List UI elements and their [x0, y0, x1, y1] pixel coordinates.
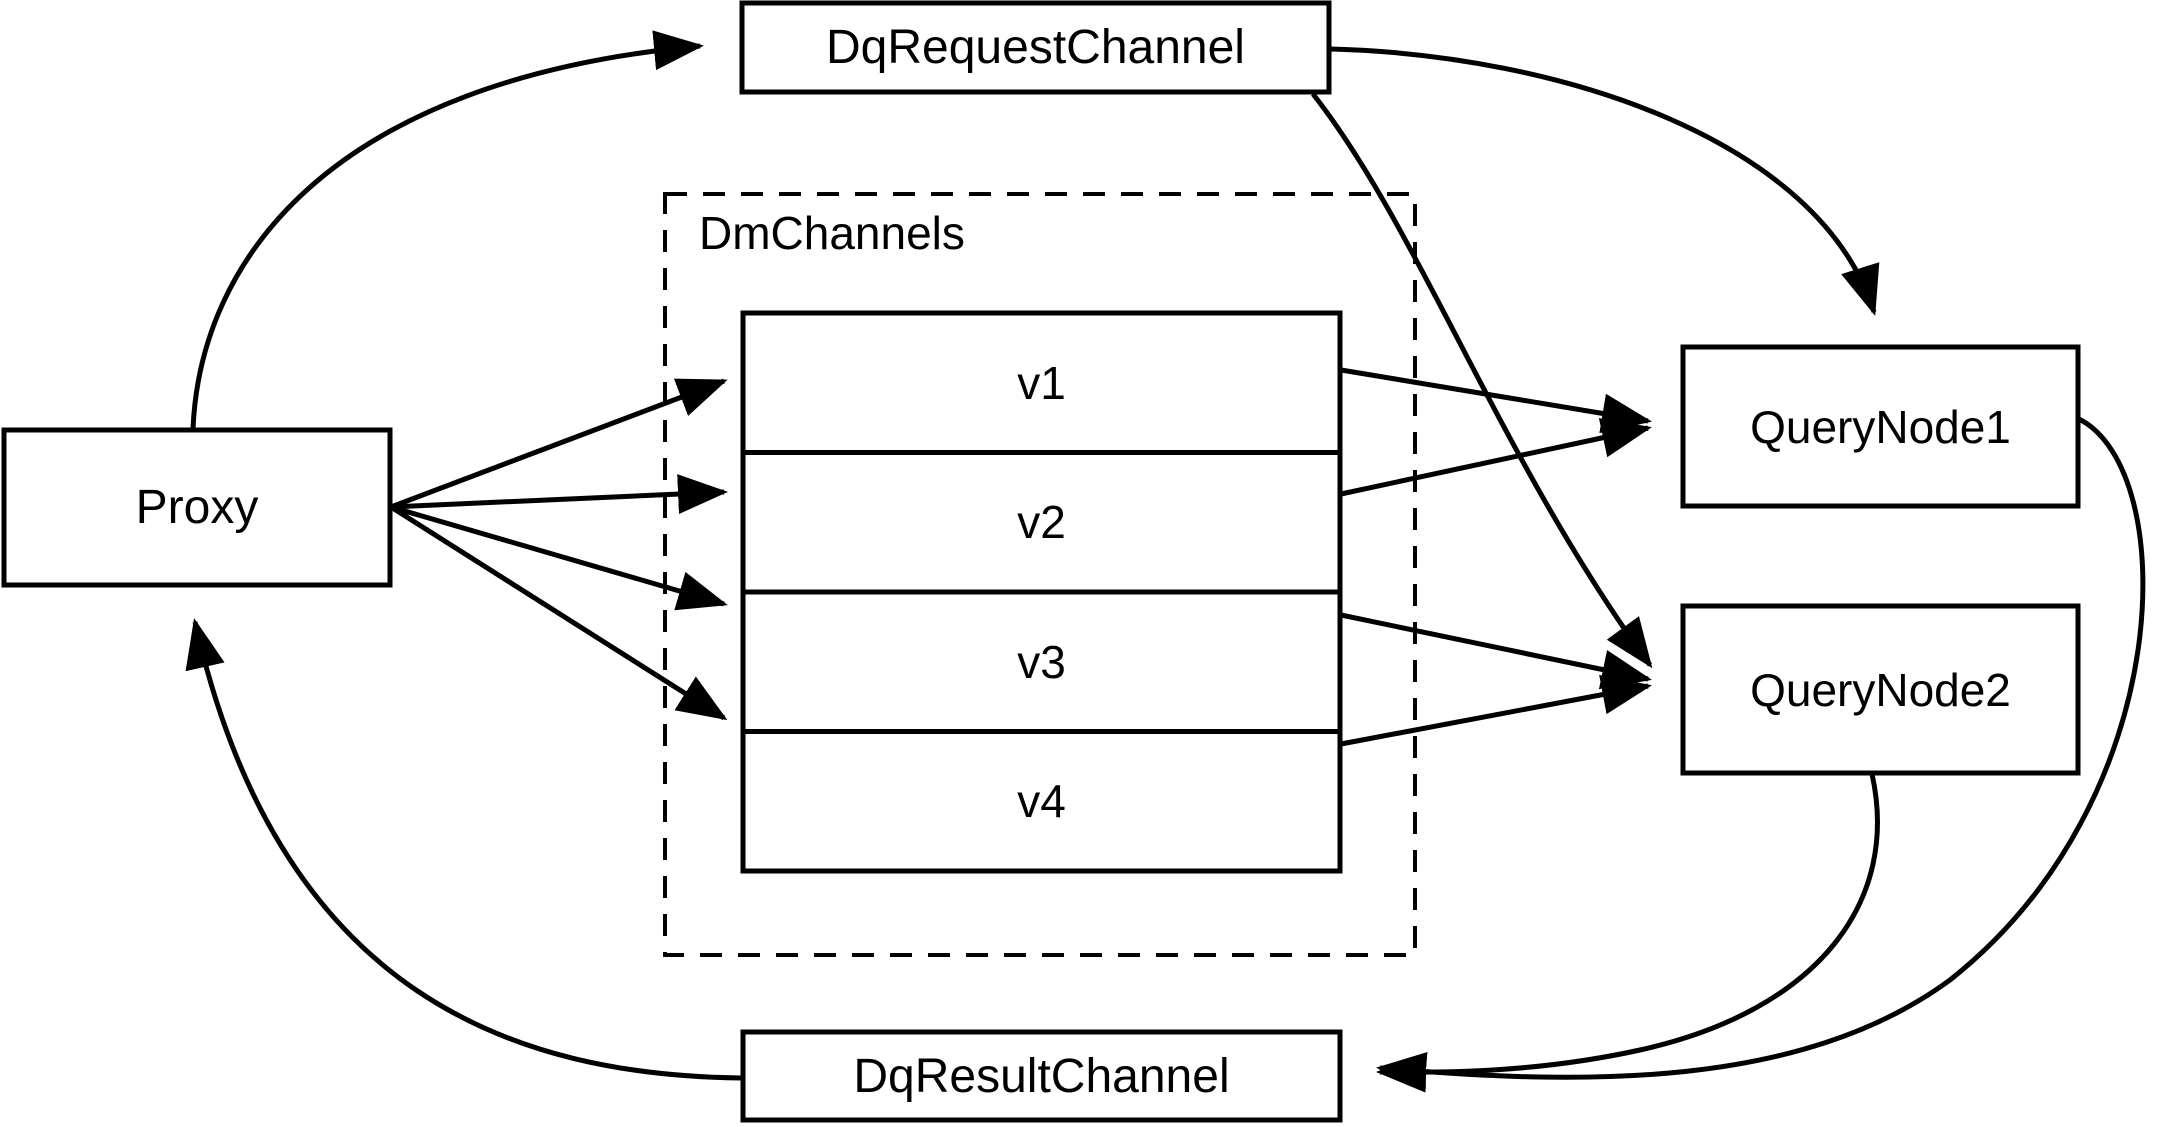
edge-v4-to-query-node-2 — [1340, 674, 1652, 747]
dm-channels-group-label: DmChannels — [699, 207, 965, 259]
query-node-1-box[interactable] — [1680, 344, 2081, 509]
edge-proxy-to-v3 — [390, 504, 728, 611]
edge-proxy-to-dq-request-channel — [190, 30, 704, 430]
proxy-box[interactable] — [1, 427, 393, 588]
edge-query-node-1-to-dq-result-channel — [1376, 416, 2146, 1092]
edge-dq-request-channel-to-query-node-1 — [1330, 46, 1880, 316]
dq-result-channel-box[interactable] — [740, 1029, 1343, 1123]
edge-proxy-to-v4 — [389, 504, 728, 721]
edge-v2-to-query-node-1 — [1340, 418, 1652, 497]
edge-proxy-to-v2 — [390, 474, 728, 515]
edge-v1-to-query-node-1 — [1340, 367, 1652, 434]
dm-channels-group-box[interactable] — [663, 192, 1417, 957]
edge-v3-to-query-node-2 — [1340, 612, 1652, 690]
edge-dq-result-channel-to-proxy — [185, 618, 742, 1081]
edge-proxy-to-v1 — [390, 378, 728, 510]
query-node-2-box[interactable] — [1680, 603, 2081, 776]
dq-request-channel-box[interactable] — [739, 0, 1332, 95]
edge-dq-request-channel-to-query-node-2 — [1311, 92, 1653, 669]
edge-query-node-2-to-dq-result-channel — [1376, 773, 1880, 1093]
